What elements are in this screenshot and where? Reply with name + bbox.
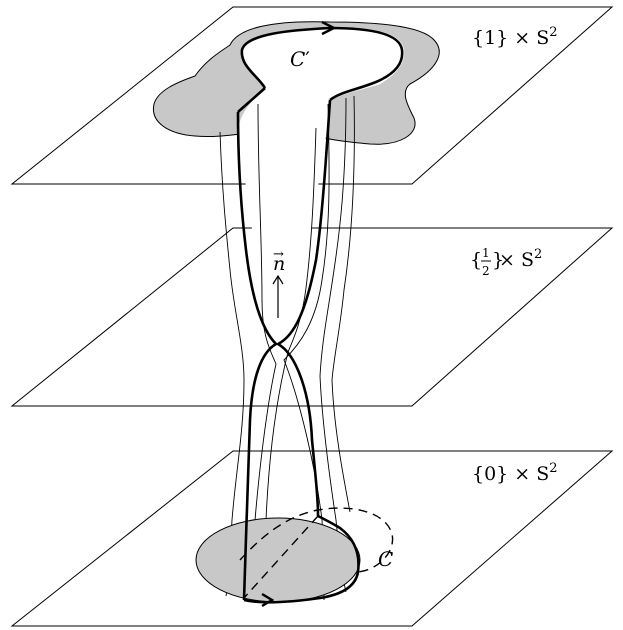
plane-middle-label: { 1 2 } × S2 xyxy=(470,246,542,278)
surface-edge-left xyxy=(236,111,278,601)
curve-c-arrow-icon xyxy=(261,592,275,608)
plane-bottom-label: {0} × S2 xyxy=(472,461,558,485)
curve-c-dashed-back xyxy=(239,507,394,573)
svg-text:{: { xyxy=(470,249,482,271)
curve-c-prime-arrow-icon xyxy=(321,20,337,36)
normal-vector-arrow-icon xyxy=(272,274,284,285)
svg-text:}: } xyxy=(492,249,504,271)
bottom-shaded-region xyxy=(195,517,361,603)
normal-vector-label: → n xyxy=(273,247,285,275)
plane-top xyxy=(10,6,614,185)
fraction-numerator: 1 xyxy=(482,246,490,260)
curve-c-dashed-diagonal xyxy=(243,515,319,599)
svg-text:× S2: × S2 xyxy=(499,247,542,271)
plane-bottom xyxy=(10,450,614,627)
curve-c-prime xyxy=(240,26,404,102)
curve-c-prime-label: C′ xyxy=(290,47,310,71)
svg-text:n: n xyxy=(273,253,285,275)
fraction-denominator: 2 xyxy=(482,264,490,278)
curve-c-prime-left-bend xyxy=(237,87,266,113)
top-inner-region xyxy=(238,28,405,300)
plane-top-label: {1} × S2 xyxy=(472,25,558,49)
curve-c xyxy=(243,514,360,604)
surface-edge-right xyxy=(276,99,332,517)
plane-middle xyxy=(10,227,614,407)
svg-text:→: → xyxy=(273,247,284,262)
curve-c-label: C xyxy=(378,547,393,571)
